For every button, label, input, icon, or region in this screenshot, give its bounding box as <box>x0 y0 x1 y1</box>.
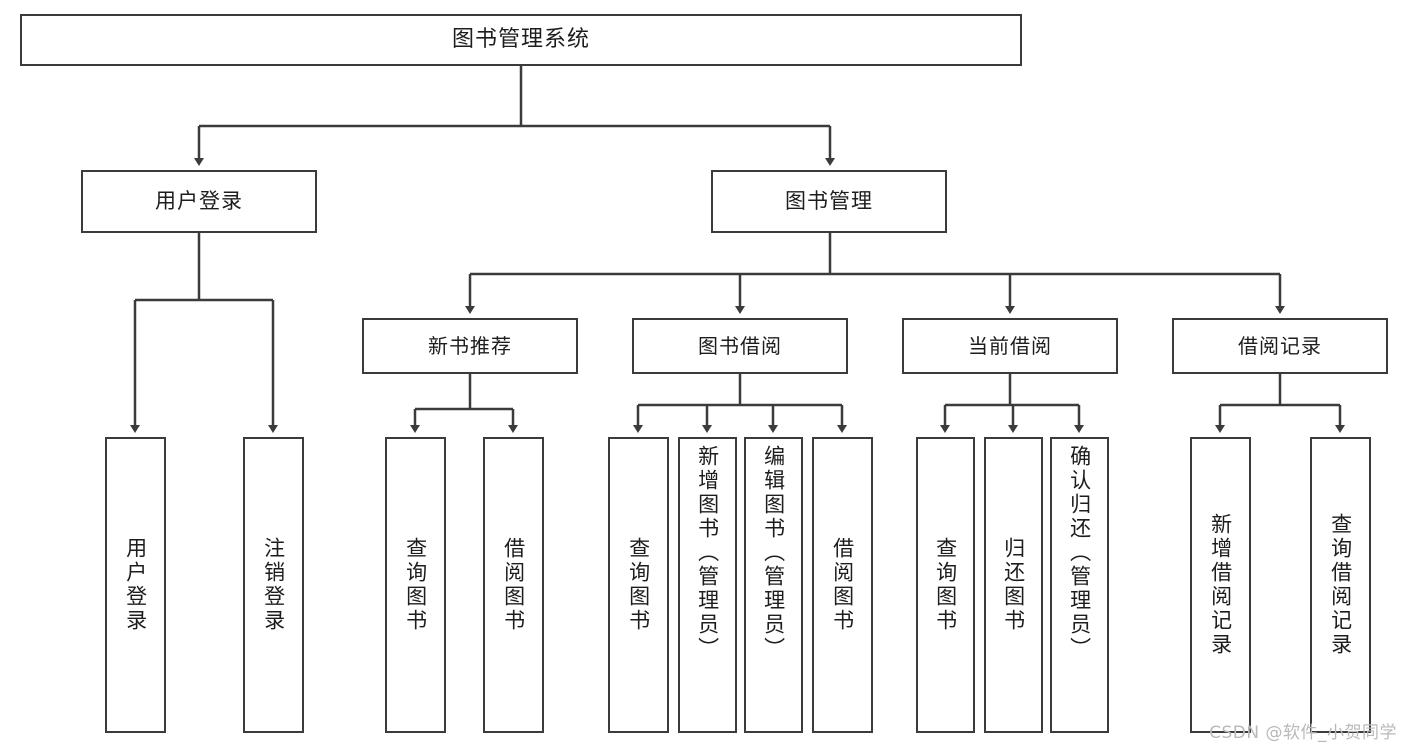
leaf-borrow-book-label: 借阅图书 <box>830 537 855 633</box>
node-user-login-label: 用户登录 <box>155 188 243 213</box>
leaf-add-borrow-record-label: 新增借阅记录 <box>1208 513 1233 657</box>
node-book-borrow-label: 图书借阅 <box>698 334 782 358</box>
leaf-query-book-recommend[interactable]: 查询图书 <box>385 437 446 733</box>
leaf-logout-label: 注销登录 <box>261 537 286 633</box>
leaf-edit-book-admin-label: 编辑图书（管理员） <box>761 445 786 661</box>
leaf-confirm-return-admin-label: 确认归还（管理员） <box>1067 445 1092 661</box>
node-borrow-record[interactable]: 借阅记录 <box>1172 318 1388 374</box>
leaf-query-book-borrow[interactable]: 查询图书 <box>608 437 669 733</box>
leaf-borrow-book-recommend-label: 借阅图书 <box>501 537 526 633</box>
node-new-book-recommend[interactable]: 新书推荐 <box>362 318 578 374</box>
leaf-user-login[interactable]: 用户登录 <box>105 437 166 733</box>
watermark-text: CSDN @软件_小贺同学 <box>1209 723 1397 743</box>
leaf-query-book-current-label: 查询图书 <box>933 537 958 633</box>
leaf-add-book-admin[interactable]: 新增图书（管理员） <box>678 437 737 733</box>
leaf-query-borrow-record-label: 查询借阅记录 <box>1328 513 1353 657</box>
leaf-user-login-label: 用户登录 <box>123 537 148 633</box>
leaf-query-book-current[interactable]: 查询图书 <box>916 437 975 733</box>
leaf-edit-book-admin[interactable]: 编辑图书（管理员） <box>744 437 803 733</box>
leaf-confirm-return-admin[interactable]: 确认归还（管理员） <box>1050 437 1109 733</box>
leaf-return-book-label: 归还图书 <box>1001 537 1026 633</box>
leaf-query-book-recommend-label: 查询图书 <box>403 537 428 633</box>
node-new-book-recommend-label: 新书推荐 <box>428 334 512 358</box>
node-root[interactable]: 图书管理系统 <box>20 14 1022 66</box>
node-current-borrow-label: 当前借阅 <box>968 334 1052 358</box>
leaf-borrow-book-recommend[interactable]: 借阅图书 <box>483 437 544 733</box>
leaf-borrow-book[interactable]: 借阅图书 <box>812 437 873 733</box>
leaf-return-book[interactable]: 归还图书 <box>984 437 1043 733</box>
leaf-query-borrow-record[interactable]: 查询借阅记录 <box>1310 437 1371 733</box>
leaf-add-book-admin-label: 新增图书（管理员） <box>695 445 720 661</box>
node-current-borrow[interactable]: 当前借阅 <box>902 318 1118 374</box>
node-book-borrow[interactable]: 图书借阅 <box>632 318 848 374</box>
node-root-label: 图书管理系统 <box>451 26 590 52</box>
leaf-logout[interactable]: 注销登录 <box>243 437 304 733</box>
leaf-add-borrow-record[interactable]: 新增借阅记录 <box>1190 437 1251 733</box>
node-user-login[interactable]: 用户登录 <box>81 170 317 233</box>
node-book-management[interactable]: 图书管理 <box>711 170 947 233</box>
node-book-management-label: 图书管理 <box>785 188 873 213</box>
node-borrow-record-label: 借阅记录 <box>1238 334 1322 358</box>
leaf-query-book-borrow-label: 查询图书 <box>626 537 651 633</box>
